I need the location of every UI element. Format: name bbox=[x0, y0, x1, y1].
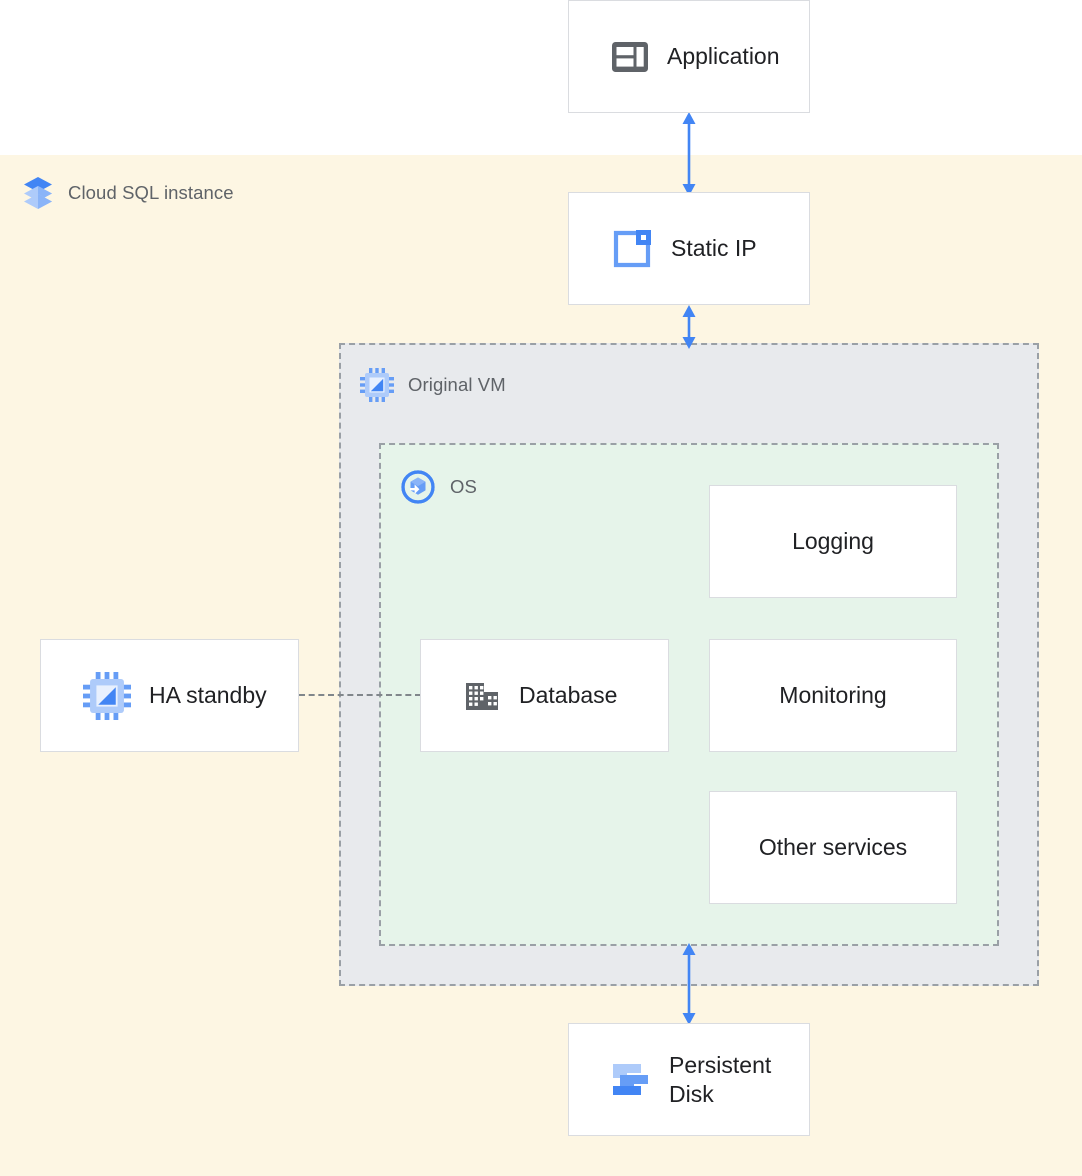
node-static-ip[interactable]: Static IP bbox=[568, 192, 810, 305]
cpu-chip-icon bbox=[83, 671, 131, 720]
cpu-chip-icon bbox=[360, 368, 394, 402]
node-database[interactable]: Database bbox=[420, 639, 669, 752]
node-other-services-label: Other services bbox=[758, 834, 908, 861]
node-application[interactable]: Application bbox=[568, 0, 810, 113]
connector-static-ip-to-vm bbox=[682, 305, 696, 349]
node-persistent-disk[interactable]: Persistent Disk bbox=[568, 1023, 810, 1136]
cloud-sql-instance-label-group: Cloud SQL instance bbox=[22, 176, 234, 210]
os-label: OS bbox=[450, 476, 477, 497]
database-building-icon bbox=[463, 677, 501, 715]
node-application-label: Application bbox=[667, 43, 780, 70]
node-persistent-disk-label: Persistent Disk bbox=[669, 1051, 772, 1107]
node-monitoring[interactable]: Monitoring bbox=[709, 639, 957, 752]
original-vm-label: Original VM bbox=[408, 374, 506, 395]
cloud-sql-stack-icon bbox=[22, 176, 54, 210]
node-database-label: Database bbox=[519, 682, 618, 709]
node-ha-standby[interactable]: HA standby bbox=[40, 639, 299, 752]
application-layout-icon bbox=[611, 38, 649, 76]
persistent-disk-icon bbox=[611, 1060, 651, 1100]
node-logging-label: Logging bbox=[792, 528, 874, 555]
node-logging[interactable]: Logging bbox=[709, 485, 957, 598]
node-ha-standby-label: HA standby bbox=[149, 682, 267, 709]
os-circle-icon bbox=[400, 469, 436, 505]
node-monitoring-label: Monitoring bbox=[779, 682, 887, 709]
static-ip-icon bbox=[611, 228, 653, 270]
os-label-group: OS bbox=[400, 469, 477, 505]
original-vm-label-group: Original VM bbox=[360, 368, 506, 402]
connector-ha-standby-to-database bbox=[299, 694, 421, 696]
cloud-sql-instance-label: Cloud SQL instance bbox=[68, 182, 234, 203]
node-static-ip-label: Static IP bbox=[671, 235, 757, 262]
connector-os-to-persistent-disk bbox=[682, 943, 696, 1025]
connector-application-to-static-ip bbox=[682, 112, 696, 196]
node-other-services[interactable]: Other services bbox=[709, 791, 957, 904]
